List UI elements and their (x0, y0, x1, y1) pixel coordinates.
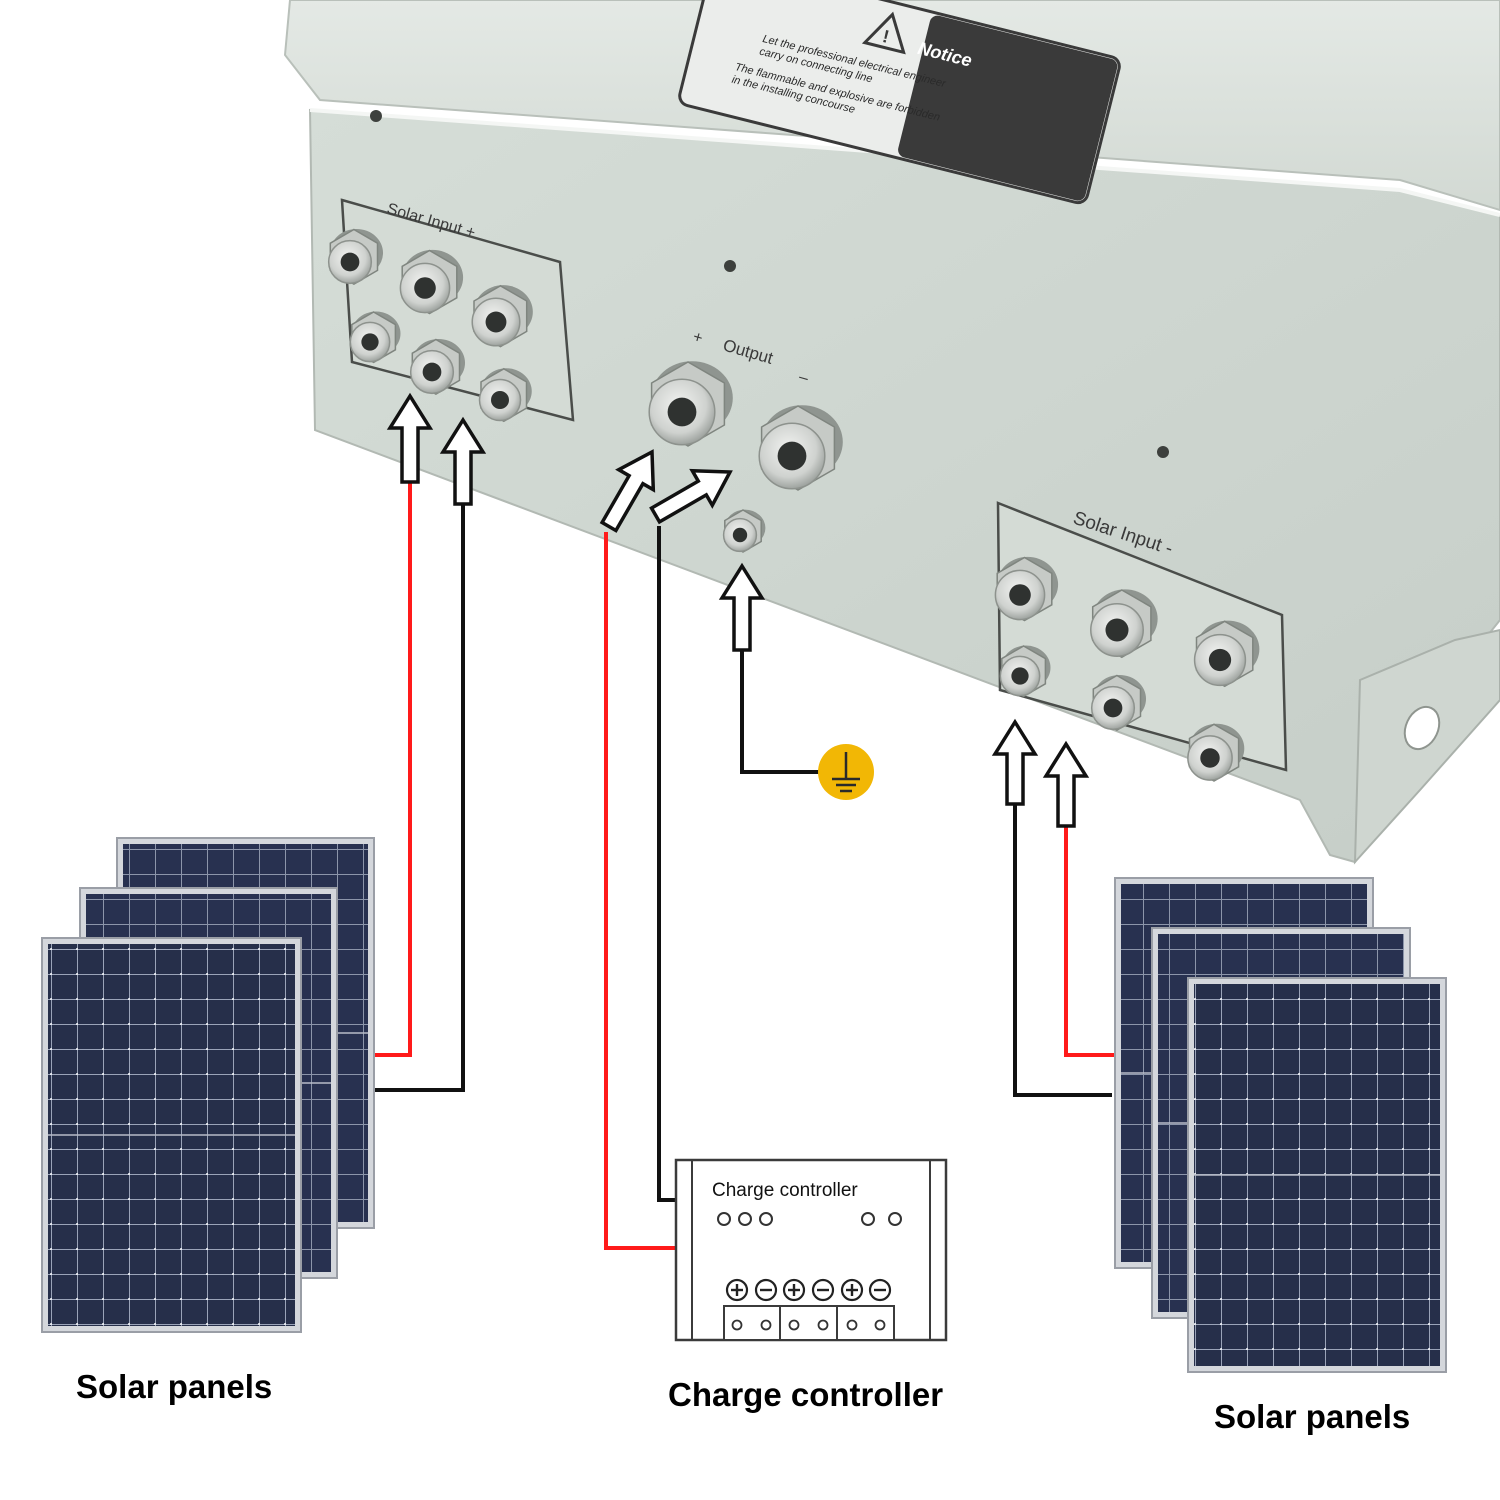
warning-triangle-icon (861, 11, 906, 55)
caption-right-panels: Solar panels (1214, 1398, 1411, 1435)
solar-input-pos-plate (340, 198, 575, 422)
cable-glands (327, 228, 1260, 782)
up-arrow-icon (649, 468, 733, 525)
solar-panels-left (41, 837, 375, 1333)
cable-gland (1090, 589, 1158, 659)
mount-hole (1403, 705, 1441, 751)
solar-panel (1187, 977, 1447, 1373)
notice-label: ! Notice Let the professional electrical… (678, 0, 1121, 205)
controller-leds (717, 1212, 902, 1226)
cable-gland (1193, 620, 1260, 688)
wire-positive-left (373, 483, 412, 1057)
solar-panels-right (1114, 877, 1447, 1373)
solar-panel (41, 937, 302, 1333)
up-arrow-icon (439, 416, 487, 506)
svg-text:!: ! (881, 26, 892, 47)
wire-ground (740, 650, 820, 774)
caption-charge-controller: Charge controller (668, 1376, 944, 1413)
wire-positive-controller (604, 532, 676, 1250)
box-screw (370, 110, 382, 122)
wires (373, 483, 1115, 1250)
cable-gland (722, 509, 766, 553)
box-front-face (308, 108, 1500, 864)
box-screw (724, 260, 736, 272)
wire-negative-left (373, 505, 465, 1092)
cable-gland (327, 228, 384, 285)
output-plus-label: + (691, 329, 705, 348)
caption-left-panels: Solar panels (76, 1368, 273, 1405)
cable-gland (349, 311, 401, 364)
ground-symbol-icon (818, 744, 874, 800)
box-screw (1157, 446, 1169, 458)
minus-terminal-icon (754, 1278, 778, 1302)
cable-gland (471, 284, 533, 348)
up-arrow-icon (599, 449, 656, 533)
cable-gland (758, 405, 843, 491)
controller-terminals (725, 1278, 892, 1302)
cable-gland (1090, 674, 1147, 731)
terminal-block (723, 1305, 895, 1341)
arrows (386, 392, 1090, 828)
controller-title: Charge controller (712, 1180, 858, 1201)
terminal-screws (731, 1319, 886, 1331)
wire-positive-right (1064, 827, 1115, 1057)
wire-negative-right (1013, 805, 1112, 1097)
cable-gland (999, 645, 1051, 698)
up-arrow-icon (718, 562, 766, 652)
plus-terminal-icon (725, 1278, 749, 1302)
cable-gland (399, 249, 464, 315)
combiner-box: ! Notice Let the professional electrical… (283, 0, 1500, 865)
up-arrow-icon (991, 718, 1039, 806)
plus-terminal-icon (840, 1278, 864, 1302)
wire-negative-controller (657, 526, 676, 1202)
cable-gland (478, 367, 532, 423)
plus-terminal-icon (782, 1278, 806, 1302)
up-arrow-icon (1042, 740, 1090, 828)
minus-terminal-icon (868, 1278, 892, 1302)
charge-controller: Charge controller (674, 1158, 948, 1342)
minus-terminal-icon (811, 1278, 835, 1302)
cable-gland (1187, 723, 1245, 782)
cable-gland (409, 338, 466, 395)
cable-gland (648, 361, 733, 447)
up-arrow-icon (386, 392, 434, 484)
cable-gland (994, 556, 1059, 622)
